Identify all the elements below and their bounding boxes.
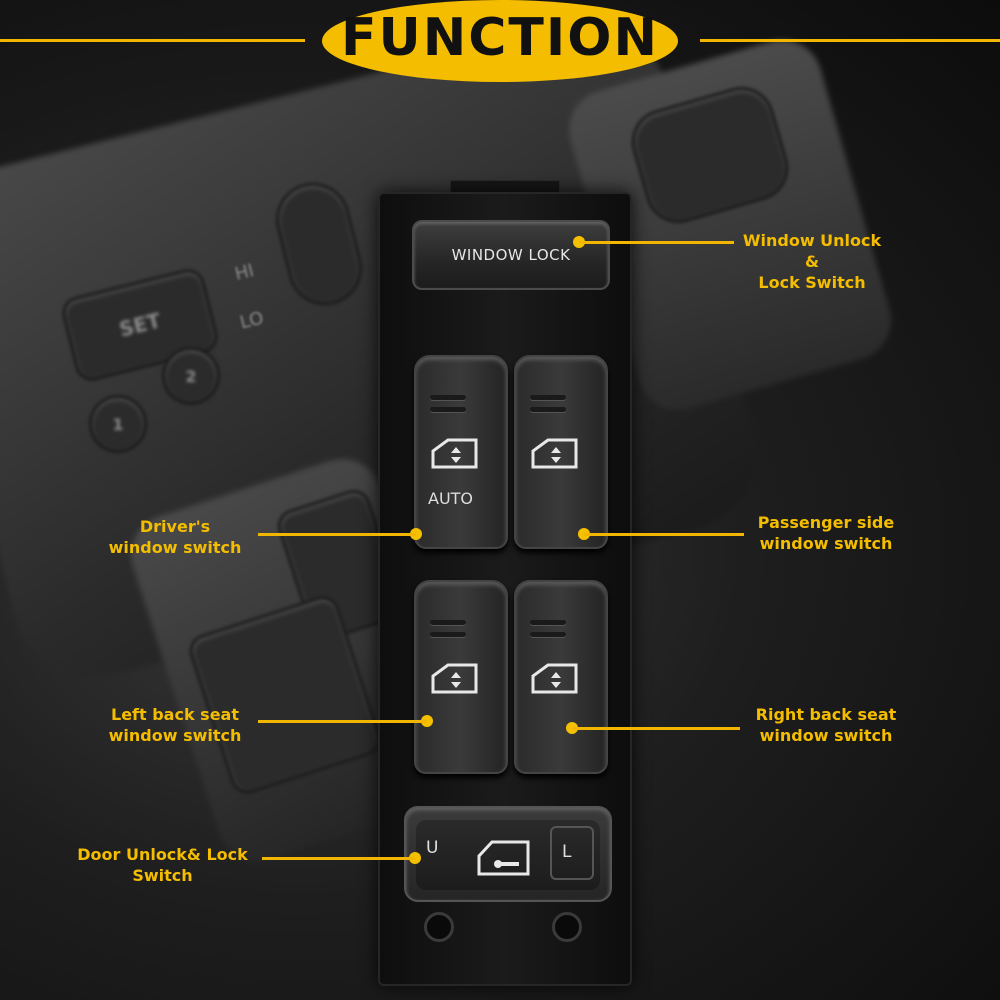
door-lock-switch[interactable]: U L [404, 806, 612, 902]
header-rule-right [700, 39, 1000, 42]
callout-dot-driver [410, 528, 422, 540]
callout-door-lock: Door Unlock& Lock Switch [77, 845, 248, 885]
window-lock-button[interactable]: WINDOW LOCK [412, 220, 610, 290]
callout-right-back-window: Right back seat window switch [755, 705, 897, 745]
driver-window-switch[interactable]: AUTO [414, 355, 508, 549]
callout-line-driver [258, 533, 416, 536]
window-arrows-icon [431, 438, 478, 469]
right-back-window-switch[interactable] [514, 580, 608, 774]
callout-left-back-window: Left back seat window switch [108, 705, 242, 745]
header-rule-left [0, 39, 305, 42]
background-memory-2-button: 2 [165, 350, 217, 402]
callout-dot-door-lock [409, 852, 421, 864]
callout-line-left-back [258, 720, 427, 723]
page-title: FUNCTION [341, 8, 659, 68]
background-memory-1-button: 1 [92, 398, 144, 450]
callout-dot-left-back [421, 715, 433, 727]
door-lock-letter: L [562, 842, 572, 862]
mounting-screw-left [424, 912, 454, 942]
left-back-window-switch[interactable] [414, 580, 508, 774]
callout-window-lock: Window Unlock & Lock Switch [742, 231, 882, 292]
callout-line-window-lock [579, 241, 734, 244]
mounting-screw-right [552, 912, 582, 942]
door-unlock-letter: U [426, 838, 439, 858]
window-arrows-icon [431, 663, 478, 694]
door-lock-frame [550, 826, 594, 880]
callout-passenger-window: Passenger side window switch [757, 513, 895, 553]
callout-line-door-lock [262, 857, 415, 860]
callout-line-passenger [584, 533, 744, 536]
window-lock-label: WINDOW LOCK [451, 246, 571, 264]
window-arrows-icon [531, 663, 578, 694]
title-badge: FUNCTION [322, 0, 678, 82]
passenger-window-switch[interactable] [514, 355, 608, 549]
door-key-icon [477, 840, 530, 876]
callout-line-right-back [572, 727, 740, 730]
callout-driver-window: Driver's window switch [108, 517, 242, 557]
auto-label: AUTO [428, 489, 474, 508]
window-arrows-icon [531, 438, 578, 469]
